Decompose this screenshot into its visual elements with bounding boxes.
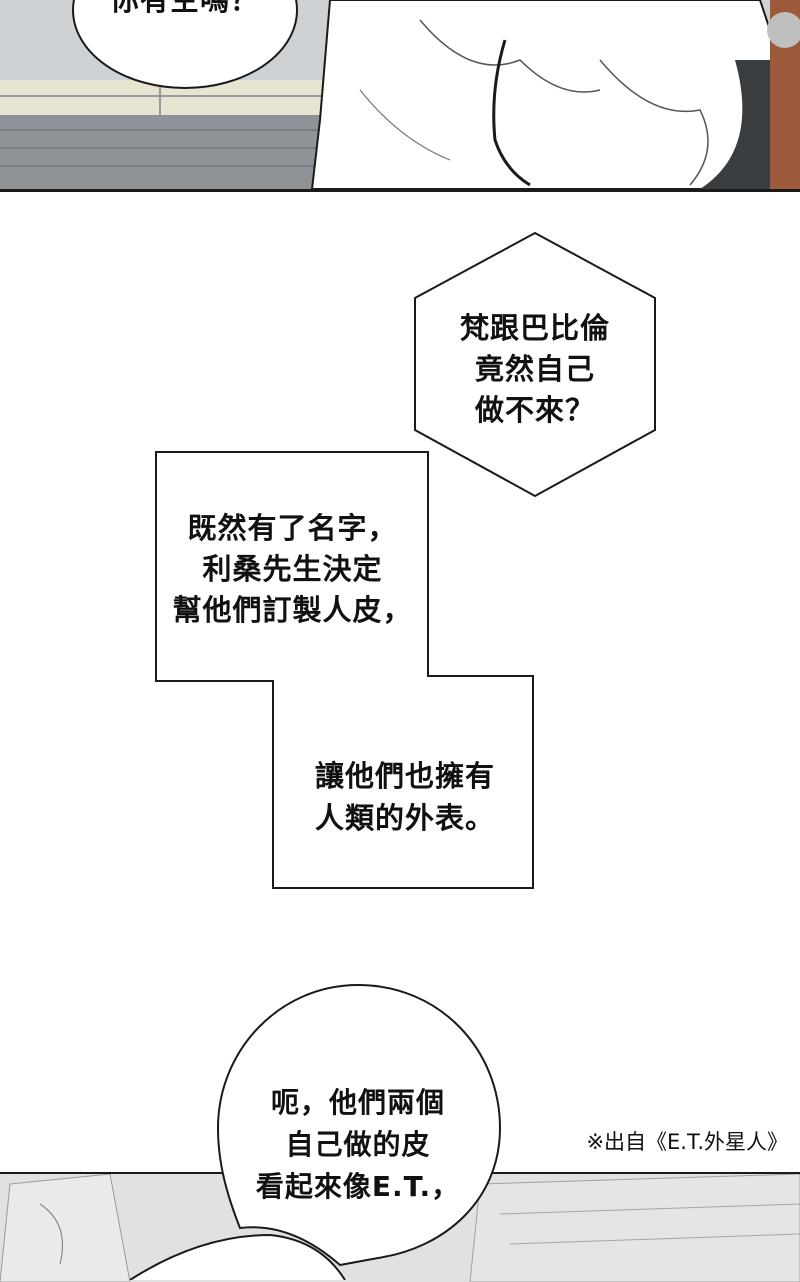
narration-lower-text: 讓他們也擁有 人類的外表。 <box>314 759 495 835</box>
top-bubble-text: 你有空嗎？ <box>109 0 260 17</box>
top-panel-artwork <box>0 0 800 192</box>
narration-upper-text: 既然有了名字， 利桑先生決定 幫他們訂製人皮， <box>172 511 413 627</box>
footnote: ※出自《E.T.外星人》 <box>586 1130 788 1154</box>
hexagon-bubble-text: 梵跟巴比倫 竟然自己 做不來？ <box>459 311 610 427</box>
top-panel-illustration <box>0 0 800 189</box>
bottom-bubble-text: 呃，他們兩個 自己做的皮 看起來像E.T.， <box>255 1086 461 1203</box>
